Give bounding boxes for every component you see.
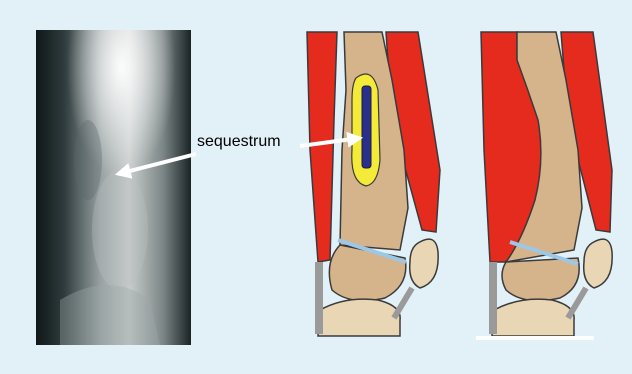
healed-left-tendon — [489, 262, 497, 334]
sequestrum-core — [362, 86, 371, 168]
healed-distal-femur — [502, 258, 579, 301]
distal-femur — [329, 245, 406, 301]
sequestrum-label: sequestrum — [197, 133, 281, 151]
radiograph-panel — [36, 30, 191, 345]
left-muscle — [307, 32, 337, 262]
left-tendon — [315, 262, 323, 334]
patellar-tendon — [394, 288, 412, 318]
healed-patellar-tendon — [568, 288, 586, 318]
schematic-with-sequestrum — [307, 32, 440, 336]
patella — [410, 239, 438, 288]
healed-patella — [584, 239, 612, 288]
baseline — [476, 336, 594, 340]
healed-tibia — [492, 299, 574, 336]
schematic-healed — [476, 32, 612, 340]
tibia — [318, 299, 400, 336]
